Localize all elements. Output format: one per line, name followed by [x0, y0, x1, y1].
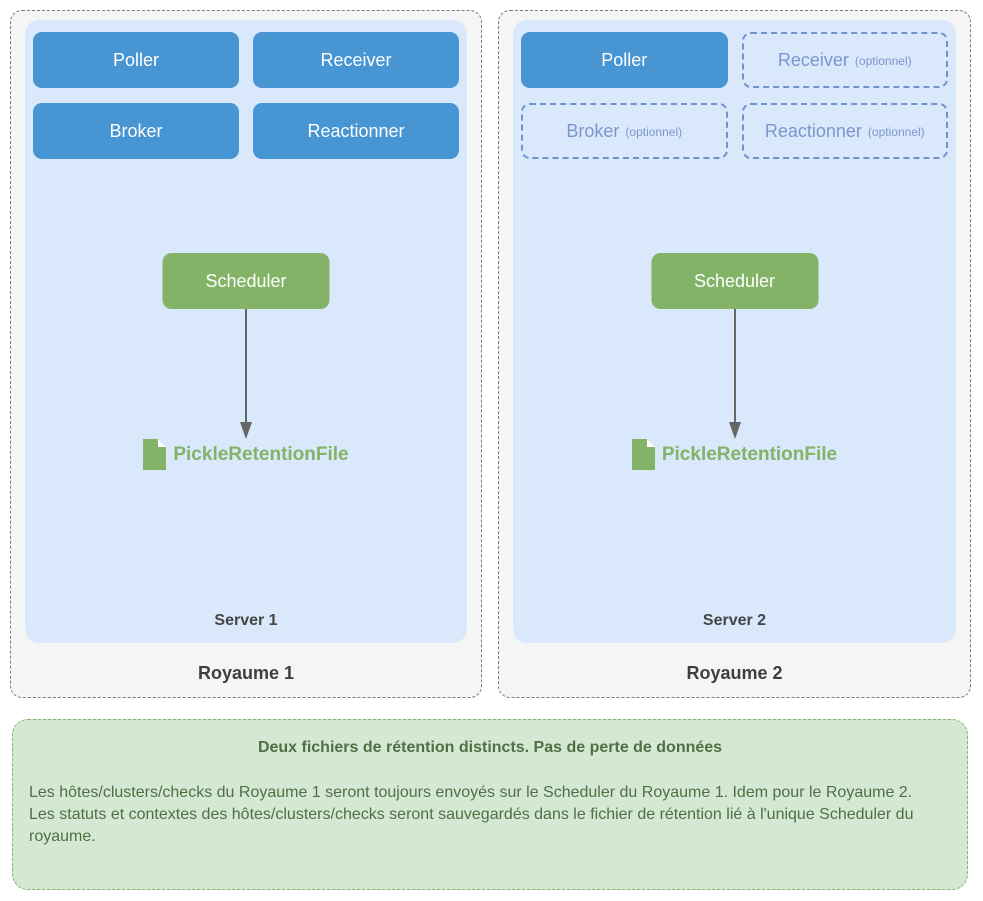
scheduler-to-file-arrow-icon — [240, 309, 252, 439]
component-label: Poller — [112, 50, 160, 70]
component-reactionner-optional: Reactionner (optionnel) — [741, 103, 948, 159]
royaume-1-group: Poller Receiver Broker Reactionner Sched… — [10, 10, 482, 698]
file-icon — [143, 439, 167, 470]
component-label: Reactionner — [764, 121, 862, 141]
component-poller: Poller — [521, 32, 728, 88]
note-box: Deux fichiers de rétention distincts. Pa… — [12, 719, 968, 890]
component-reactionner: Reactionner — [253, 103, 459, 159]
royaume-2-group: Poller Receiver (optionnel) Broker (opti… — [498, 10, 971, 698]
server-2-components: Poller Receiver (optionnel) Broker (opti… — [521, 32, 948, 159]
scheduler-label: Scheduler — [205, 270, 287, 291]
royaume-2-label: Royaume 2 — [686, 663, 783, 683]
scheduler-box: Scheduler — [651, 253, 818, 309]
server-1-box: Poller Receiver Broker Reactionner Sched… — [25, 20, 467, 643]
note-paragraph-2: Les statuts et contextes des hôtes/clust… — [29, 806, 914, 845]
component-label: Broker — [566, 121, 620, 141]
optional-suffix: (optionnel) — [854, 54, 912, 68]
component-broker: Broker — [33, 103, 239, 159]
component-label: Broker — [109, 121, 163, 141]
server-2-box: Poller Receiver (optionnel) Broker (opti… — [513, 20, 956, 643]
component-label: Reactionner — [307, 121, 405, 141]
optional-suffix: (optionnel) — [867, 125, 925, 139]
retention-file-label: PickleRetentionFile — [661, 443, 838, 465]
scheduler-to-file-arrow-icon — [728, 309, 741, 439]
component-label: Receiver — [777, 50, 849, 70]
component-label: Receiver — [320, 50, 392, 70]
file-icon — [631, 439, 655, 470]
note-title: Deux fichiers de rétention distincts. Pa… — [257, 739, 723, 756]
server-1-components: Poller Receiver Broker Reactionner — [33, 32, 459, 159]
scheduler-label: Scheduler — [693, 270, 776, 291]
retention-file-row: PickleRetentionFile — [513, 439, 956, 470]
optional-suffix: (optionnel) — [625, 125, 683, 139]
server-1-label: Server 1 — [214, 612, 278, 629]
component-label: Poller — [601, 50, 648, 70]
retention-file-row: PickleRetentionFile — [25, 439, 467, 470]
component-poller: Poller — [33, 32, 239, 88]
retention-file-label: PickleRetentionFile — [173, 443, 349, 465]
note-paragraph-1: Les hôtes/clusters/checks du Royaume 1 s… — [29, 784, 913, 801]
component-receiver: Receiver — [253, 32, 459, 88]
server-2-label: Server 2 — [702, 612, 767, 629]
royaume-1-label: Royaume 1 — [197, 663, 295, 683]
note-body: Les hôtes/clusters/checks du Royaume 1 s… — [29, 782, 951, 848]
component-receiver-optional: Receiver (optionnel) — [741, 32, 948, 88]
component-broker-optional: Broker (optionnel) — [521, 103, 728, 159]
scheduler-box: Scheduler — [162, 253, 330, 309]
